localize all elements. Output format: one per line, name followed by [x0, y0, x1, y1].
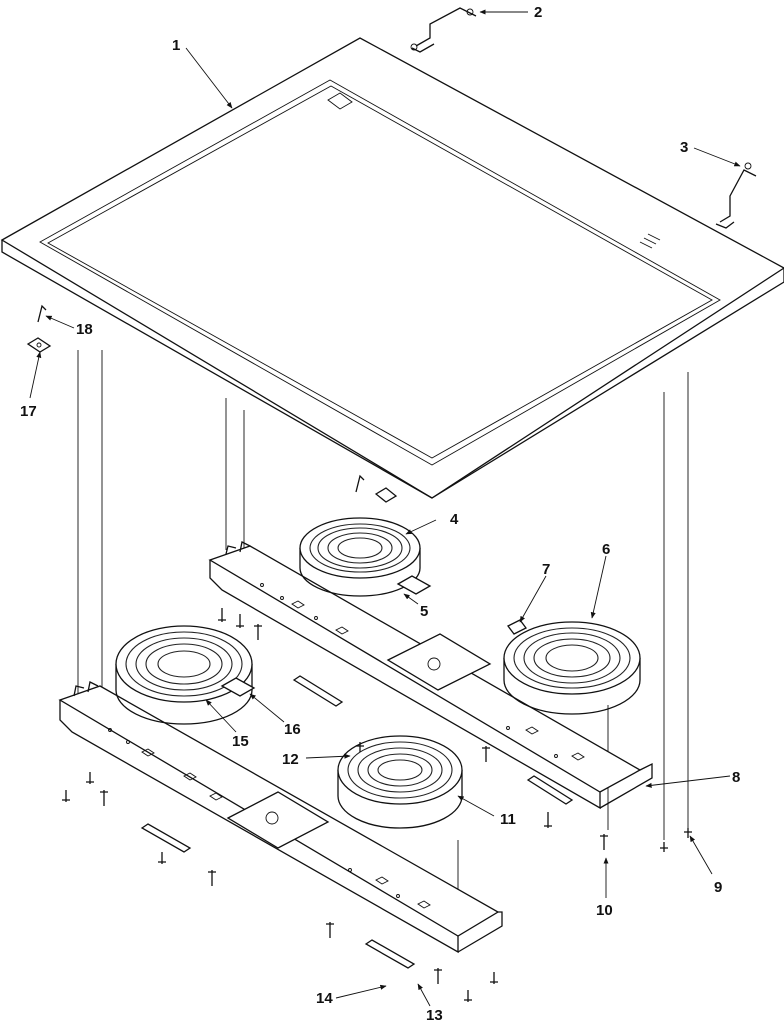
- callout-11: 11: [500, 811, 516, 828]
- rear-left-burner: [299, 517, 432, 597]
- callout-6: 6: [602, 541, 610, 558]
- callout-16: 16: [284, 721, 301, 738]
- rear-support-bracket: [208, 541, 653, 810]
- vent-slots: [639, 233, 661, 249]
- front-left-burner: [115, 625, 256, 725]
- rear-bracket-left: [410, 7, 477, 53]
- callout-1: 1: [172, 37, 180, 54]
- cooktop-glass-top: [0, 37, 784, 499]
- callout-8: 8: [732, 769, 740, 786]
- callout-17: 17: [20, 403, 37, 420]
- rear-right-burner: [503, 619, 641, 715]
- rear-bracket-right: [715, 162, 757, 229]
- callout-numbers: 1 2 3 4 5 6 7 8 9 10 11 12 13 14 15 16 1…: [20, 4, 740, 1024]
- callout-5: 5: [420, 603, 428, 620]
- leader-lines: [29, 9, 741, 1007]
- top-clip: [26, 337, 52, 353]
- callout-10: 10: [596, 902, 613, 919]
- center-clip: [355, 474, 398, 503]
- front-support-bracket: [58, 681, 503, 969]
- callout-7: 7: [542, 561, 550, 578]
- front-right-burner: [337, 735, 463, 829]
- callout-13: 13: [426, 1007, 443, 1024]
- callout-18: 18: [76, 321, 93, 338]
- callout-2: 2: [534, 4, 542, 21]
- callout-4: 4: [450, 511, 459, 528]
- callout-9: 9: [714, 879, 722, 896]
- screws: [62, 608, 692, 1002]
- clip-spring: [37, 304, 47, 323]
- callout-14: 14: [316, 990, 333, 1007]
- callout-12: 12: [282, 751, 299, 768]
- callout-3: 3: [680, 139, 688, 156]
- callout-15: 15: [232, 733, 249, 750]
